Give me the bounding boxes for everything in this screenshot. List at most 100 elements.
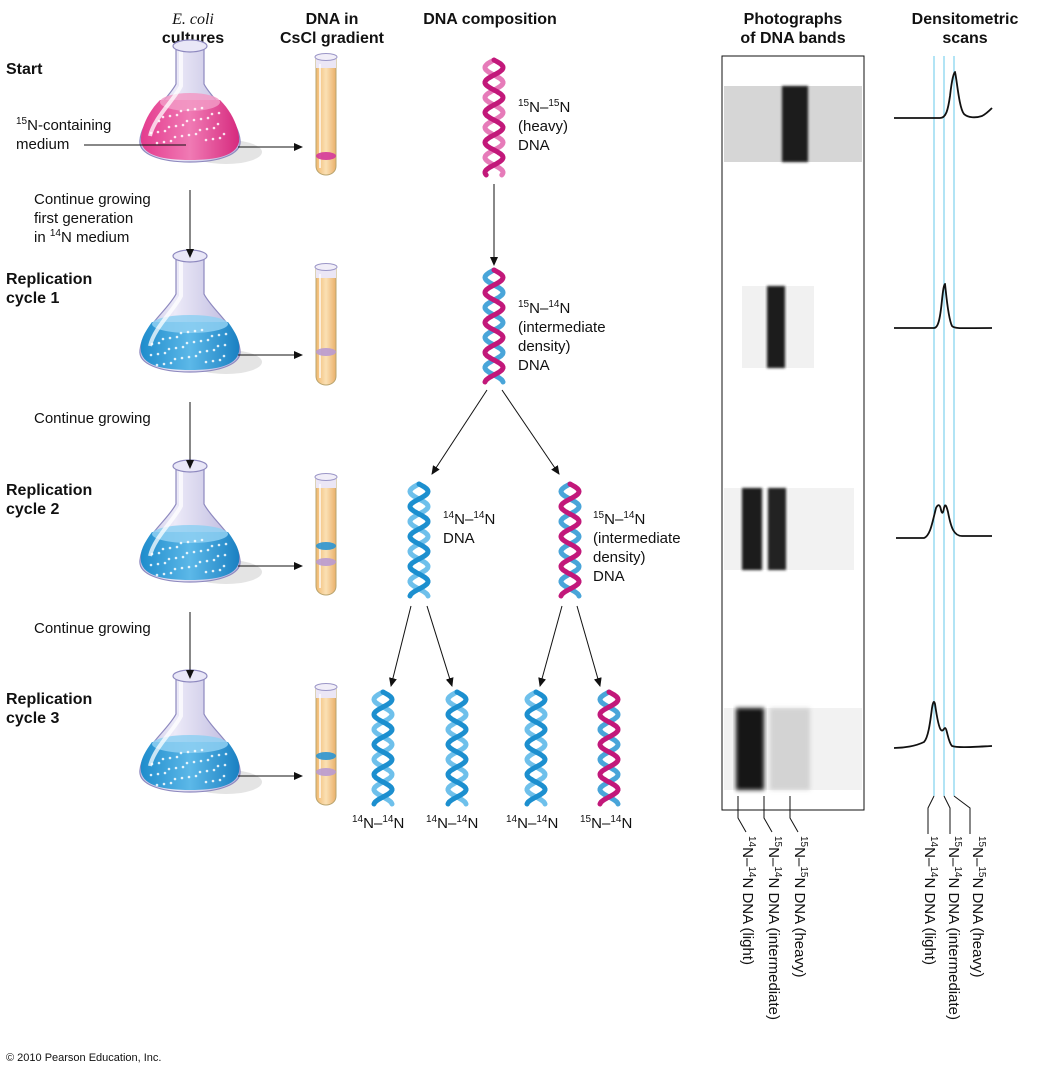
iso: 14	[610, 814, 622, 825]
flask-medium	[140, 742, 240, 790]
iso: 15	[798, 836, 809, 848]
medium-dot	[217, 111, 221, 115]
dna-label-inter1-l2: (intermediate	[518, 319, 606, 336]
medium-dot	[199, 117, 203, 121]
arrow-inter1-to-inter2	[501, 389, 560, 475]
dna-helix-light-2	[407, 481, 431, 599]
dna-helix-bottom-1	[371, 689, 395, 807]
grow-note-1-line2: first generation	[34, 210, 134, 227]
medium-dot	[156, 130, 160, 134]
medium-dot	[194, 564, 198, 568]
medium-dot	[192, 340, 196, 344]
tube-rim	[314, 53, 338, 61]
iso: 15	[976, 866, 987, 878]
medium-dot	[205, 127, 209, 131]
arrow-inter2-to-b4	[576, 605, 602, 687]
dna-label-inter1-l3: density)	[518, 338, 571, 355]
medium-dot	[210, 544, 214, 548]
medium-dot	[211, 779, 215, 783]
medium-dot	[198, 560, 202, 564]
medium-dot	[157, 761, 161, 765]
medium-dot	[185, 551, 189, 555]
iso: 14	[426, 814, 438, 825]
dna-label-bottom-2: 14N–14N	[426, 814, 478, 833]
n-dash: N–	[604, 511, 624, 528]
medium-dot	[210, 334, 214, 338]
medium-dot	[217, 333, 221, 337]
header-photographs-line2: of DNA bands	[740, 30, 846, 47]
medium-dot	[156, 562, 160, 566]
scan-key-heavy: 15N–15N DNA (heavy)	[969, 836, 987, 977]
row-label-cycle1: Replication cycle 1	[6, 270, 92, 308]
medium-dot	[155, 363, 159, 367]
dna-label-heavy-type: (heavy)	[518, 118, 569, 135]
medium-dot	[174, 346, 178, 350]
medium-dot	[206, 548, 210, 552]
photo-key-intermediate: 15N–14N DNA (intermediate)	[765, 836, 783, 1020]
n-dash: N–	[739, 847, 756, 867]
dna-strand	[558, 481, 582, 599]
dna-helix-bottom-2	[445, 689, 469, 807]
medium-dot	[199, 759, 203, 763]
medium-dot	[185, 341, 189, 345]
medium-dot	[222, 564, 226, 568]
medium-dot	[205, 559, 209, 563]
photographs-frame	[721, 55, 865, 811]
medium-dot	[200, 538, 204, 542]
iso: 14	[352, 814, 364, 825]
flask-medium-surface	[152, 525, 228, 543]
n-dash: N–	[969, 847, 986, 867]
medium-dot	[205, 349, 209, 353]
medium-dot	[157, 341, 161, 345]
iso: 15	[580, 814, 592, 825]
dna-label-intermediate-2: 15N–14N (intermediate density) DNA	[593, 510, 681, 586]
grow-note-1-isotope: 14	[49, 228, 61, 239]
grow-note-1: Continue growing first generation in 14N…	[34, 190, 151, 247]
iso: 15	[952, 836, 963, 848]
medium-dot	[224, 332, 228, 336]
iso: 15	[548, 98, 560, 109]
flask-start	[139, 39, 262, 164]
n: N	[393, 815, 405, 832]
dna-strand	[482, 267, 506, 385]
medium-dot	[181, 123, 185, 127]
dna-strand	[445, 689, 469, 807]
medium-dot	[180, 776, 184, 780]
medium-dot	[216, 344, 220, 348]
medium-dot	[179, 109, 183, 113]
row-label-cycle1-line1: Replication	[6, 271, 93, 288]
tube-band	[316, 558, 336, 566]
medium-dot	[179, 541, 183, 545]
medium-dot	[149, 353, 153, 357]
dna-label-bottom-1: 14N–14N	[352, 814, 404, 833]
medium-dot	[212, 768, 216, 772]
medium-dot	[180, 566, 184, 570]
medium-dot	[180, 356, 184, 360]
medium-dot	[169, 781, 173, 785]
dna-strand	[597, 689, 621, 807]
dna-label-light-2: 14N–14N DNA	[443, 510, 495, 548]
tube-band	[316, 152, 336, 160]
medium-dot	[186, 330, 190, 334]
medium-dot	[168, 336, 172, 340]
flask-highlight	[148, 680, 183, 767]
header-densitometric-line1: Densitometric	[911, 11, 1019, 28]
n: N	[559, 300, 571, 317]
n-dash: N–	[529, 99, 549, 116]
medium-dot	[168, 546, 172, 550]
row-label-cycle3: Replication cycle 3	[6, 690, 92, 728]
iso: 15	[976, 836, 987, 848]
grow-note-1-line3b: N medium	[60, 229, 130, 246]
arrow-light2-to-b1	[389, 605, 412, 687]
scan-start	[894, 71, 993, 119]
medium-dot	[163, 129, 167, 133]
flask-medium	[140, 322, 240, 370]
photo-key-light: 14N–14N DNA (light)	[739, 836, 757, 965]
medium-dot	[180, 134, 184, 138]
row-label-start: Start	[6, 61, 43, 78]
medium-dot	[174, 124, 178, 128]
medium-dot	[181, 765, 185, 769]
medium-dot	[198, 770, 202, 774]
row-label-cycle2: Replication cycle 2	[6, 481, 92, 519]
photo-key-heavy: 15N–15N DNA (heavy)	[791, 836, 809, 977]
